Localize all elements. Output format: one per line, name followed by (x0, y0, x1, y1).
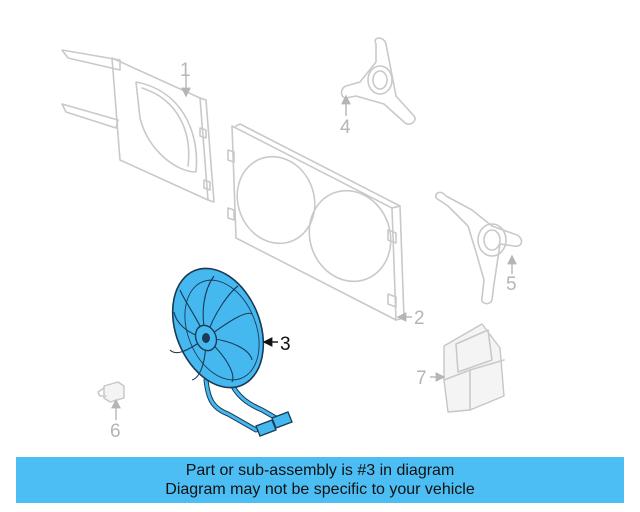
callout-1-label: 1 (180, 60, 191, 81)
fan-body (171, 267, 265, 389)
callout-7-label: 7 (416, 368, 427, 389)
part-1-fan-shroud (61, 49, 215, 203)
callout-6: 6 (110, 398, 121, 442)
banner-line-2: Diagram may not be specific to your vehi… (165, 481, 475, 498)
part-7-air-duct (443, 323, 505, 413)
part-2-radiator-frame (227, 123, 405, 321)
callout-3: 3 (262, 334, 291, 355)
part-3-cooling-fan (169, 267, 293, 437)
callout-4-label: 4 (340, 117, 351, 138)
fan-connector (255, 419, 277, 437)
part-6-sensor (97, 381, 125, 403)
callout-2: 2 (396, 308, 425, 329)
info-banner: Part or sub-assembly is #3 in diagram Di… (16, 457, 624, 503)
callout-4: 4 (340, 94, 351, 138)
callout-3-label: 3 (280, 334, 291, 355)
callout-6-label: 6 (110, 421, 121, 442)
callout-5-label: 5 (506, 274, 517, 295)
banner-line-1: Part or sub-assembly is #3 in diagram (185, 462, 455, 479)
callout-2-label: 2 (414, 308, 425, 329)
callout-5: 5 (506, 254, 517, 295)
part-4-bracket (340, 37, 416, 125)
callout-1: 1 (180, 60, 191, 98)
part-5-bracket (434, 191, 523, 305)
callout-7: 7 (416, 368, 446, 389)
